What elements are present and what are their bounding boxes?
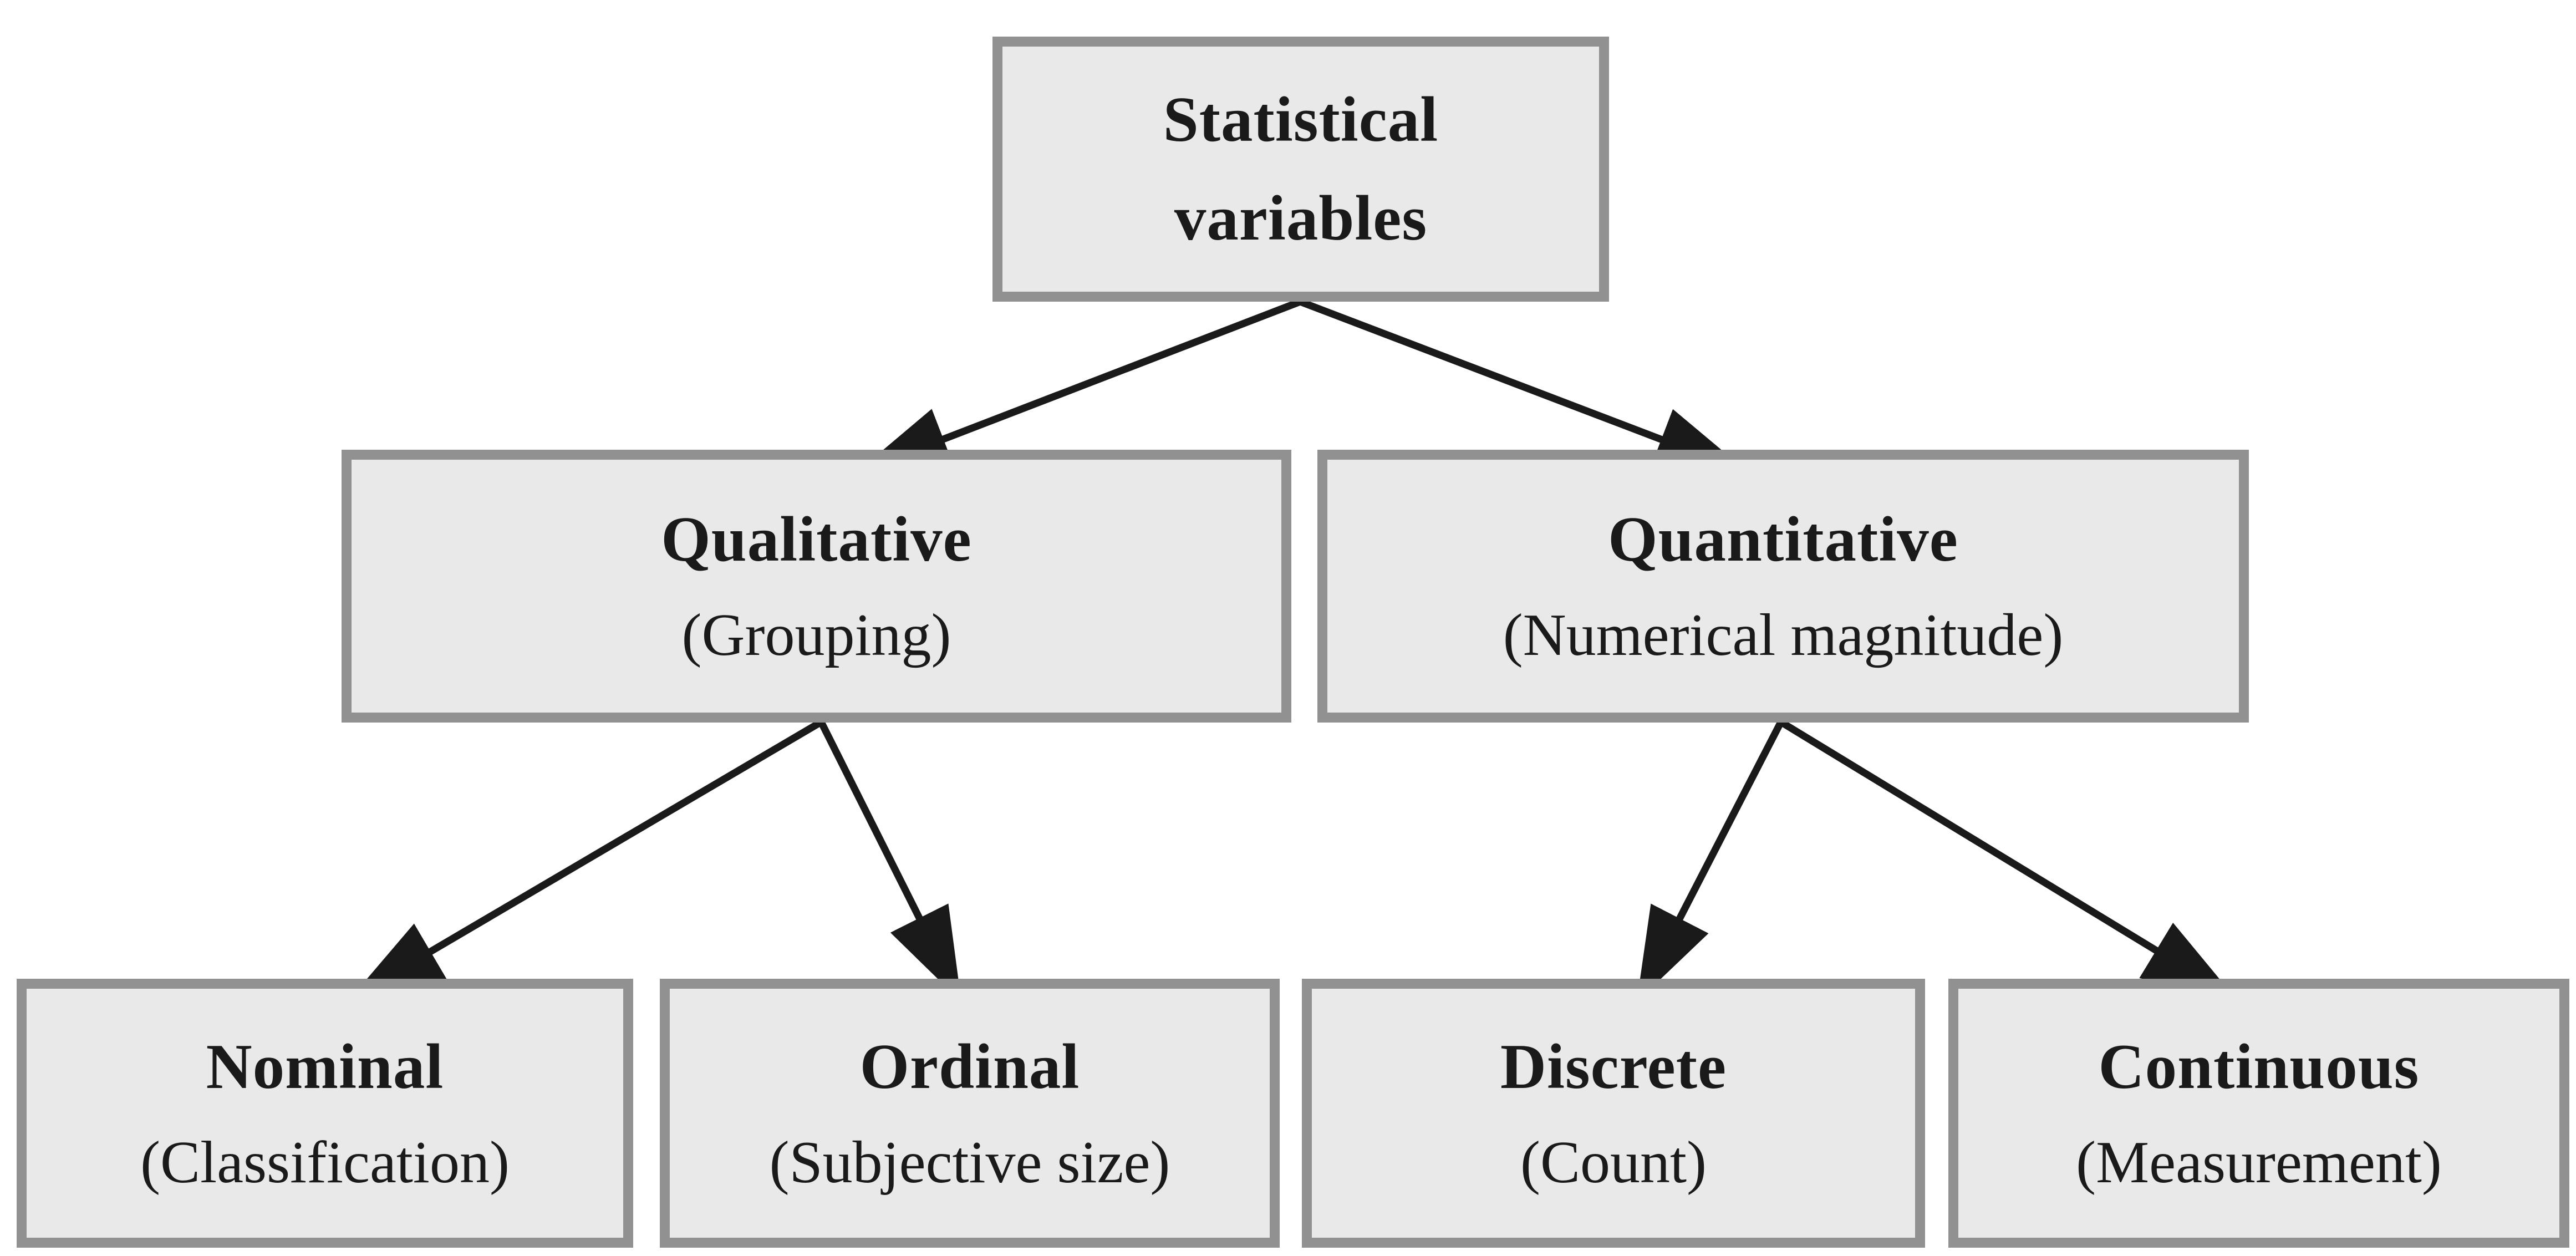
node-title: Quantitative — [1608, 504, 1958, 575]
node-ordinal: Ordinal (Subjective size) — [660, 979, 1280, 1248]
edge-root-qualitative — [856, 298, 1302, 474]
node-subtitle: (Count) — [1520, 1129, 1707, 1196]
node-subtitle: (Classification) — [140, 1129, 510, 1196]
node-subtitle: (Grouping) — [681, 602, 951, 669]
node-title: Continuous — [2098, 1031, 2420, 1102]
node-subtitle: (Measurement) — [2076, 1129, 2442, 1196]
node-nominal: Nominal (Classification) — [17, 979, 633, 1248]
edge-qualitative-ordinal — [818, 720, 961, 1002]
edge-quantitative-discrete — [1637, 720, 1784, 1002]
node-subtitle: (Numerical magnitude) — [1503, 602, 2064, 669]
node-title: Discrete — [1500, 1031, 1727, 1102]
node-title: Ordinal — [859, 1031, 1080, 1102]
node-quantitative: Quantitative (Numerical magnitude) — [1317, 450, 2249, 723]
node-subtitle: (Subjective size) — [769, 1129, 1170, 1196]
node-title: Statistical variables — [1163, 84, 1439, 253]
edge-quantitative-continuous — [1779, 719, 2237, 999]
node-discrete: Discrete (Count) — [1302, 979, 1925, 1248]
node-statistical-variables: Statistical variables — [992, 37, 1609, 302]
edge-root-quantitative — [1299, 298, 1749, 474]
node-title: Nominal — [206, 1031, 444, 1102]
node-qualitative: Qualitative (Grouping) — [342, 450, 1291, 723]
edge-qualitative-nominal — [349, 719, 823, 999]
node-title: Qualitative — [661, 504, 972, 575]
node-continuous: Continuous (Measurement) — [1948, 979, 2569, 1248]
